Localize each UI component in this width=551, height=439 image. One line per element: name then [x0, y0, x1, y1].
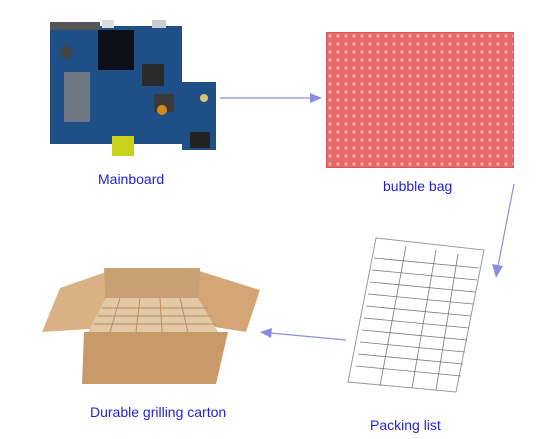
mainboard-label: Mainboard [98, 171, 165, 187]
mainboard-image [42, 14, 220, 160]
arrow-packing-list-to-carton [258, 326, 348, 346]
bubble-bag-label: bubble bag [383, 178, 453, 194]
arrow-mainboard-to-bubble-bag [218, 90, 324, 106]
packing-list-label: Packing list [370, 417, 441, 433]
carton-image [40, 268, 264, 386]
packing-list-image [346, 236, 486, 394]
carton-label: Durable grilling carton [90, 404, 227, 420]
arrow-bubble-bag-to-packing-list [488, 182, 520, 282]
bubble-bag-image [326, 32, 514, 168]
